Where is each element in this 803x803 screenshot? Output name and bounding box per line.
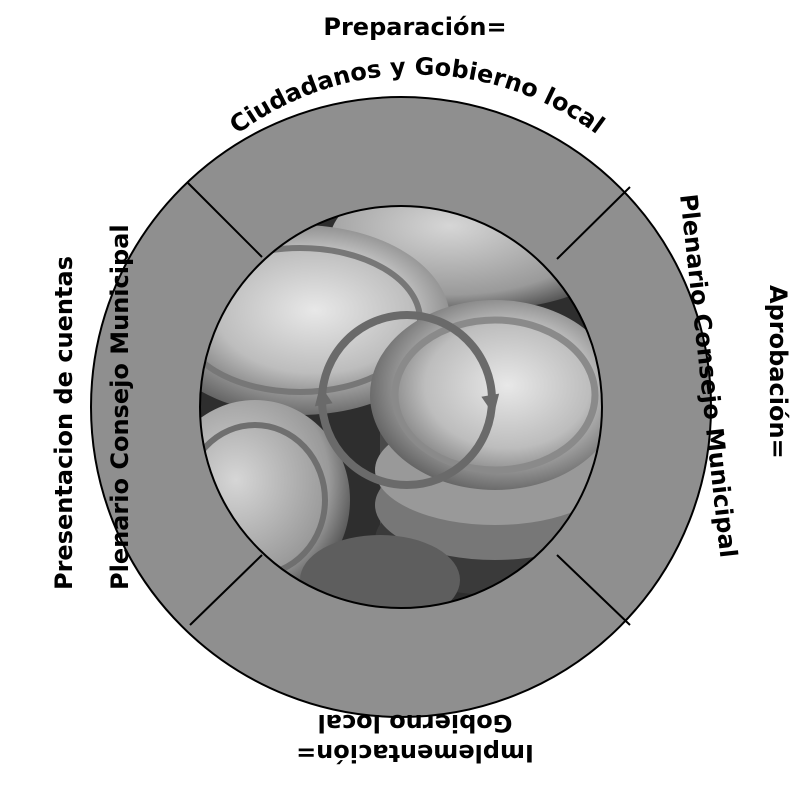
ring-divider-bottom-left: [189, 554, 263, 626]
ring-divider-top-left: [187, 182, 263, 258]
cycle-arrows-icon: [314, 311, 500, 489]
ring-divider-bottom-right: [556, 554, 631, 626]
stage-right-heading: Aprobación=: [764, 285, 792, 459]
ring-divider-top-right: [556, 186, 631, 260]
stage-label-presentacion: Plenario Consejo Municipal Presentacion …: [50, 224, 134, 590]
stage-label-implementacion: Implementación= Gobierno local: [296, 709, 534, 767]
stage-left-subtitle: Plenario Consejo Municipal: [106, 224, 134, 590]
stage-top-heading: Preparación=: [323, 13, 506, 41]
stage-bottom-heading: Implementación=: [296, 739, 534, 767]
stage-left-heading: Presentacion de cuentas: [50, 256, 78, 590]
stage-bottom-subtitle: Gobierno local: [318, 709, 513, 737]
